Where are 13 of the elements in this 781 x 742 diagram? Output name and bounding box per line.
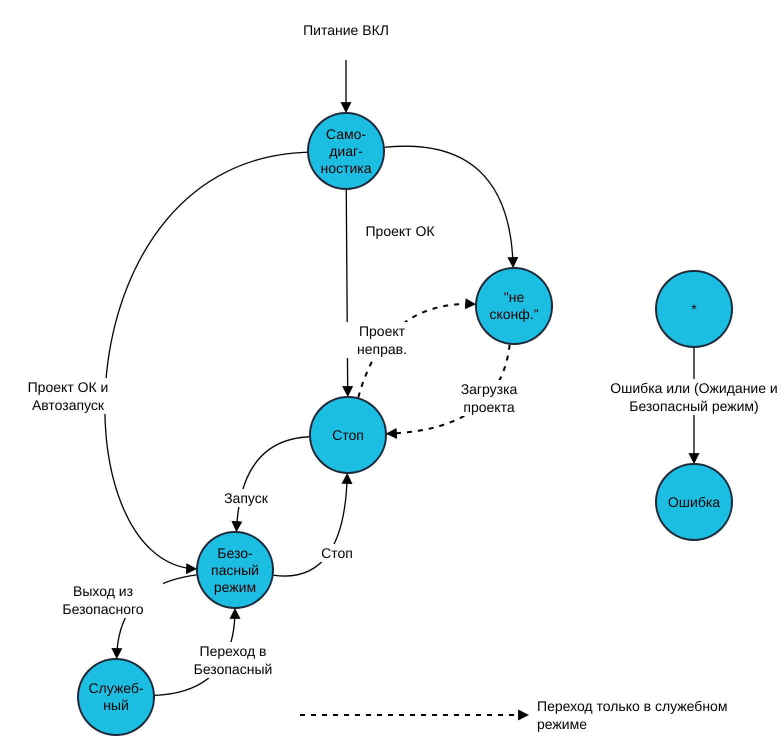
state-name: Само- диаг- ностика (320, 126, 372, 176)
state-name: "не сконф." (488, 289, 540, 323)
state-name: Безо- пасный режим (210, 544, 260, 596)
edge-label: Запуск (222, 489, 270, 507)
arrow (104, 152, 308, 572)
state-name: * (690, 300, 698, 318)
state-name: Стоп (331, 426, 365, 444)
state-name: Служеб- ный (87, 680, 145, 714)
arrow (384, 146, 518, 268)
state-name: Ошибка (666, 494, 722, 510)
edge-label: Стоп (319, 544, 355, 562)
arrow (340, 60, 352, 114)
legend-text: Переход только в служебном режиме (537, 697, 728, 733)
